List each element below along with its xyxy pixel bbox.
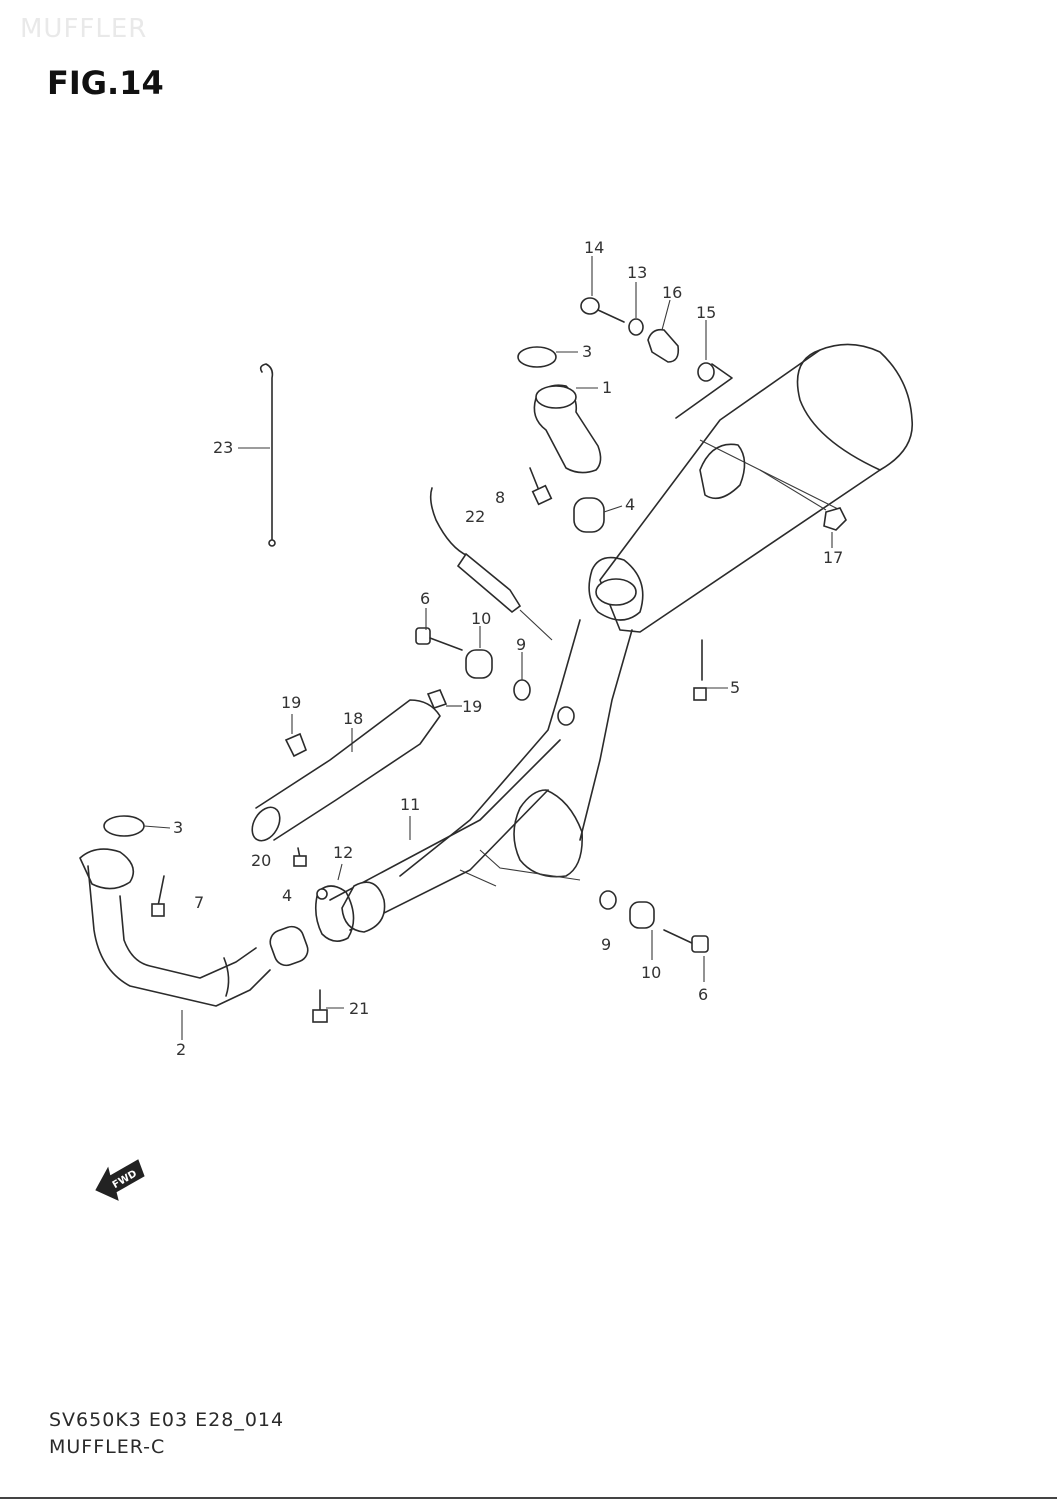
callout-14: 14 [584, 238, 604, 257]
connector-part-4-lower [269, 925, 309, 967]
bottom-border-line [0, 1497, 1057, 1499]
callout-12: 12 [333, 843, 353, 862]
callout-17: 17 [823, 548, 843, 567]
callout-23: 23 [213, 438, 233, 457]
bolt-part-7 [151, 875, 165, 917]
callout-5: 5 [730, 678, 740, 697]
callout-6-upper: 6 [420, 589, 430, 608]
callout-13: 13 [627, 263, 647, 282]
front-header-pipe-part-2 [79, 848, 271, 1007]
callout-20: 20 [251, 851, 271, 870]
callout-11: 11 [400, 795, 420, 814]
forward-arrow-icon: FWD [95, 1159, 145, 1201]
callout-19-left: 19 [281, 693, 301, 712]
callout-6-lower: 6 [698, 985, 708, 1004]
silencer-body [599, 343, 913, 633]
callout-19-right: 19 [462, 697, 482, 716]
callout-16: 16 [662, 283, 682, 302]
bolt-part-5 [693, 639, 707, 701]
callout-leader-lines [143, 256, 833, 1040]
gasket-part-3-lower [103, 815, 145, 837]
callout-10-upper: 10 [471, 609, 491, 628]
mounting-hardware-upper [415, 627, 575, 726]
long-pipe-part-11 [329, 739, 561, 933]
callout-2: 2 [176, 1040, 186, 1059]
clamp-rod-part-23 [259, 363, 276, 547]
callout-1: 1 [602, 378, 612, 397]
connector-part-4-top [573, 497, 605, 533]
mounting-hardware-lower [599, 890, 709, 953]
callout-7: 7 [194, 893, 204, 912]
callout-3-lower: 3 [173, 818, 183, 837]
callout-9-upper: 9 [516, 635, 526, 654]
section-watermark-title: MUFFLER [20, 14, 148, 44]
clamp-part-12 [314, 885, 355, 942]
callout-labels: 14 13 16 15 3 1 23 8 22 4 17 6 10 9 5 19… [173, 238, 843, 1059]
bolt-part-21 [312, 989, 328, 1023]
callout-3-top: 3 [582, 342, 592, 361]
exhaust-sensor-part-22 [429, 487, 553, 641]
callout-22: 22 [465, 507, 485, 526]
callout-4-top: 4 [625, 495, 635, 514]
callout-10-lower: 10 [641, 963, 661, 982]
rear-pipe-part-18 [251, 689, 448, 867]
callout-21: 21 [349, 999, 369, 1018]
nut-part-17 [759, 469, 847, 531]
callout-15: 15 [696, 303, 716, 322]
callout-9-lower: 9 [601, 935, 611, 954]
drawing-code: SV650K3 E03 E28_014 [49, 1409, 285, 1431]
drawing-name: MUFFLER-C [49, 1436, 166, 1458]
joint-pipe-part-1 [533, 384, 602, 474]
mounting-bolt-assembly [580, 297, 715, 382]
callout-8: 8 [495, 488, 505, 507]
bolt-part-8 [529, 467, 553, 506]
figure-title: FIG.14 [47, 64, 164, 102]
callout-18: 18 [343, 709, 363, 728]
callout-4-lower: 4 [282, 886, 292, 905]
gasket-part-3-top [517, 346, 557, 368]
